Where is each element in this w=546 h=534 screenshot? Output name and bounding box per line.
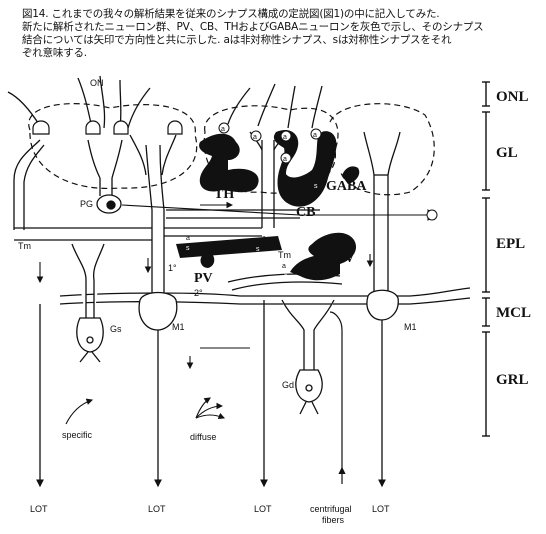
syn-mark-s: s — [242, 153, 246, 160]
syn-mark-a: a — [282, 263, 286, 270]
layer-label-gl: GL — [496, 145, 518, 161]
pv-left-neuron-shape — [176, 236, 282, 268]
label-centrifugal: centrifugal — [310, 504, 352, 514]
gaba-cb-neuron-shape — [273, 129, 360, 207]
label-diffuse: diffuse — [190, 432, 216, 442]
granule-cell-gs — [71, 243, 105, 363]
layer-label-epl: EPL — [496, 236, 525, 252]
pg-axon — [121, 204, 430, 216]
centrifugal-fiber — [329, 311, 343, 470]
syn-mark-s: s — [314, 183, 318, 190]
caption-line: 図14. これまでの我々の解析結果を従来のシナプス構成の定説図(図1)の中に記入… — [22, 8, 440, 20]
layer-label-onl: ONL — [496, 89, 529, 105]
syn-mark-s: s — [186, 245, 190, 252]
syn-mark-a: a — [186, 235, 190, 242]
diffuse-arrows — [195, 397, 226, 420]
layer-scale — [482, 81, 490, 437]
label-pv-right: PV — [336, 251, 355, 266]
label-specific: specific — [62, 430, 93, 440]
label-m1-left: M1 — [172, 322, 185, 332]
syn-mark-a: a — [304, 263, 308, 270]
syn-mark-a: a — [283, 134, 287, 141]
label-fibers: fibers — [322, 515, 345, 525]
olfactory-nerve-axons — [7, 75, 323, 129]
label-gaba: GABA — [326, 179, 367, 194]
label-th: TH — [214, 187, 234, 202]
lot-axons — [36, 300, 386, 488]
label-lot: LOT — [148, 504, 166, 514]
layer-label-grl: GRL — [496, 372, 529, 388]
layer-label-mcl: MCL — [496, 305, 531, 321]
syn-mark-a: a — [313, 132, 317, 139]
pv-right-neuron-shape — [290, 232, 357, 281]
mitral-somata — [96, 194, 399, 331]
lateral-dendrites — [14, 209, 471, 305]
label-pv-left: PV — [194, 271, 213, 286]
label-lot: LOT — [372, 504, 390, 514]
caption-line: 結合については矢印で方向性と共に示した. aは非対称性シナプス、sは対称性シナプ… — [22, 34, 452, 46]
label-on: ON — [90, 78, 104, 88]
label-m1-right: M1 — [404, 322, 417, 332]
label-tm-mid: Tm — [278, 250, 291, 260]
synapse-marks: a a a a a s s s a a s a s a — [186, 122, 322, 280]
relay-neuron-outlines — [13, 131, 401, 300]
label-lot: LOT — [254, 504, 272, 514]
glomeruli — [28, 103, 435, 196]
label-primary: 1° — [168, 263, 177, 273]
syn-mark-a: a — [221, 126, 225, 133]
figure-caption: 図14. これまでの我々の解析結果を従来のシナプス構成の定説図(図1)の中に記入… — [22, 8, 532, 60]
label-gd: Gd — [282, 380, 294, 390]
label-lot: LOT — [30, 504, 48, 514]
label-tm-left: Tm — [18, 241, 31, 251]
caption-line: 新たに解析されたニューロン群、PV、CB、THおよびGABAニューロンを灰色で示… — [22, 21, 484, 33]
th-neuron-shape — [199, 133, 259, 193]
syn-mark-a: a — [253, 134, 257, 141]
label-secondary: 2° — [194, 288, 203, 298]
direction-arrows — [36, 201, 374, 370]
label-cb: CB — [296, 205, 315, 220]
syn-mark-a: a — [283, 156, 287, 163]
granule-cell-gd — [281, 299, 335, 415]
label-gs: Gs — [110, 324, 122, 334]
caption-line: ぞれ意味する. — [22, 47, 87, 59]
syn-mark-s: s — [256, 246, 260, 253]
specific-arrow — [65, 398, 94, 425]
syn-mark-a: a — [262, 235, 266, 242]
label-pg: PG — [80, 199, 93, 209]
axon-terminals — [32, 120, 183, 135]
syn-mark-s: s — [284, 273, 288, 280]
